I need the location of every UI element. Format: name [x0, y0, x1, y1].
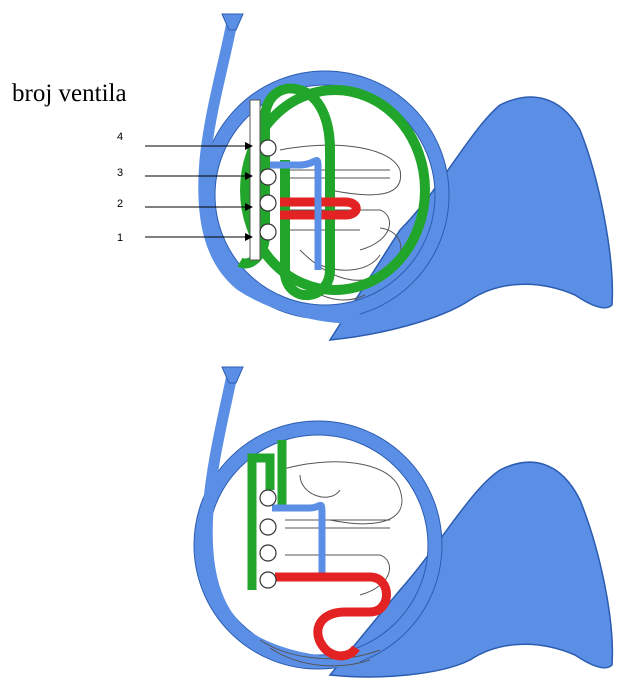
blue-routing-bottom [272, 505, 322, 575]
leadpipe-bottom [207, 375, 360, 663]
mouthpiece-top [222, 14, 243, 30]
horn-bottom [194, 367, 612, 677]
mouthpiece-bottom [222, 367, 243, 383]
valve-label-1: 1 [117, 232, 123, 244]
green-tubing-bottom [252, 440, 282, 590]
valve-label-3: 3 [117, 167, 123, 179]
horn-top: 4 3 2 1 [117, 14, 612, 340]
valve-label-2: 2 [117, 198, 123, 210]
valve-label-4: 4 [117, 131, 123, 143]
